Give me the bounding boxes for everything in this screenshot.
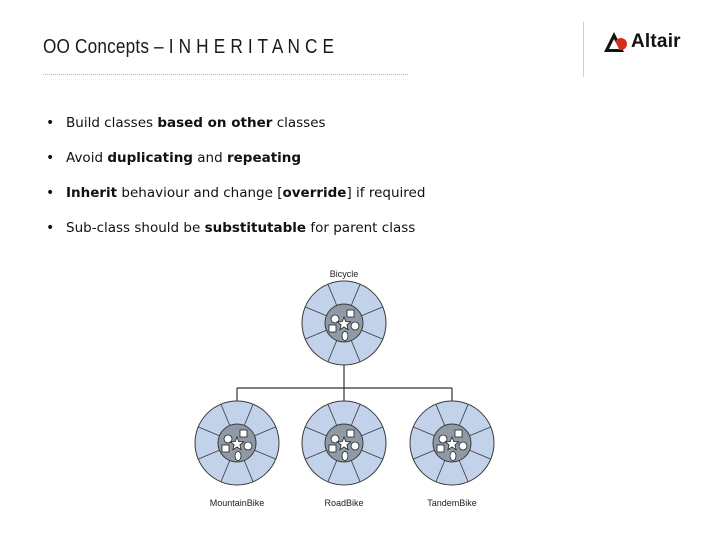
method-divider <box>469 426 491 437</box>
field-star-icon <box>336 435 352 451</box>
bullet-item: • Inherit behaviour and change [override]… <box>46 182 425 217</box>
bullet-emphasis: Inherit <box>66 185 118 201</box>
method-divider <box>220 460 231 482</box>
method-divider <box>327 284 338 306</box>
bullet-emphasis: repeating <box>226 150 302 166</box>
method-divider <box>361 329 383 340</box>
bullet-text: Sub-class should be <box>66 220 205 236</box>
method-divider <box>254 426 276 437</box>
method-divider <box>435 404 446 426</box>
method-divider <box>243 460 254 482</box>
method-divider <box>305 426 327 437</box>
field-square-icon <box>436 444 445 453</box>
method-divider <box>469 449 491 460</box>
field-circle-icon <box>330 314 340 324</box>
slide-title: OO Concepts – I N H E R I T A N C E <box>43 36 335 58</box>
method-divider <box>350 340 361 362</box>
subclass-node <box>301 400 387 486</box>
field-circle-icon <box>223 434 233 444</box>
method-divider <box>435 460 446 482</box>
subclass-label: RoadBike <box>324 498 363 508</box>
method-divider <box>327 460 338 482</box>
method-divider <box>305 306 327 317</box>
bullet-text: Build classes <box>66 115 158 131</box>
field-circle-icon <box>330 434 340 444</box>
bullet-list: • Build classes based on other classes • Av… <box>46 112 425 252</box>
field-oval-icon <box>341 331 349 341</box>
bullet-text: classes <box>272 115 326 131</box>
bullet-item: • Build classes based on other classes <box>46 112 425 147</box>
method-divider <box>305 329 327 340</box>
bullet-item: • Sub-class should be substitutable for p… <box>46 217 425 252</box>
bullet-emphasis: based on other <box>157 115 273 131</box>
method-divider <box>361 426 383 437</box>
bullet-dot: • <box>46 150 55 166</box>
bullet-emphasis: substitutable <box>204 220 307 236</box>
field-square-icon <box>239 429 248 438</box>
field-circle-icon <box>458 441 468 451</box>
subclass-node <box>194 400 280 486</box>
bicycle-class-node <box>301 280 387 366</box>
bullet-dot: • <box>46 115 55 131</box>
field-oval-icon <box>234 451 242 461</box>
method-divider <box>220 404 231 426</box>
bullet-dot: • <box>46 220 55 236</box>
method-divider <box>361 306 383 317</box>
field-star-icon <box>229 435 245 451</box>
method-divider <box>458 460 469 482</box>
field-oval-icon <box>449 451 457 461</box>
field-star-icon <box>444 435 460 451</box>
method-divider <box>413 426 435 437</box>
method-divider <box>350 284 361 306</box>
altair-logo: Altair <box>603 30 681 54</box>
field-square-icon <box>328 324 337 333</box>
field-circle-icon <box>350 321 360 331</box>
method-divider <box>361 449 383 460</box>
altair-logo-icon <box>604 32 627 52</box>
bullet-text: Avoid <box>66 150 108 166</box>
field-circle-icon <box>350 441 360 451</box>
field-square-icon <box>454 429 463 438</box>
header-separator <box>583 22 584 77</box>
bullet-text: behaviour and change [ <box>117 185 283 201</box>
title-underline <box>43 74 408 75</box>
bullet-dot: • <box>46 185 55 201</box>
bullet-text: and <box>192 150 227 166</box>
field-square-icon <box>346 309 355 318</box>
field-square-icon <box>346 429 355 438</box>
method-divider <box>243 404 254 426</box>
logo-text: Altair <box>631 31 681 52</box>
method-divider <box>305 449 327 460</box>
method-divider <box>254 449 276 460</box>
field-oval-icon <box>341 451 349 461</box>
field-circle-icon <box>438 434 448 444</box>
subclass-label: TandemBike <box>427 498 477 508</box>
method-divider <box>198 426 220 437</box>
bullet-emphasis: override <box>282 185 347 201</box>
field-square-icon <box>221 444 230 453</box>
field-star-icon <box>336 315 352 331</box>
bullet-item: • Avoid duplicating and repeating <box>46 147 425 182</box>
subclass-label: MountainBike <box>210 498 265 508</box>
method-divider <box>327 404 338 426</box>
method-divider <box>458 404 469 426</box>
bullet-text: ] if required <box>346 185 426 201</box>
method-divider <box>413 449 435 460</box>
bullet-emphasis: duplicating <box>107 150 193 166</box>
method-divider <box>350 404 361 426</box>
parent-class-label: Bicycle <box>330 269 359 279</box>
method-divider <box>198 449 220 460</box>
method-divider <box>327 340 338 362</box>
field-square-icon <box>328 444 337 453</box>
method-divider <box>350 460 361 482</box>
bullet-text: for parent class <box>306 220 416 236</box>
subclass-node <box>409 400 495 486</box>
field-circle-icon <box>243 441 253 451</box>
